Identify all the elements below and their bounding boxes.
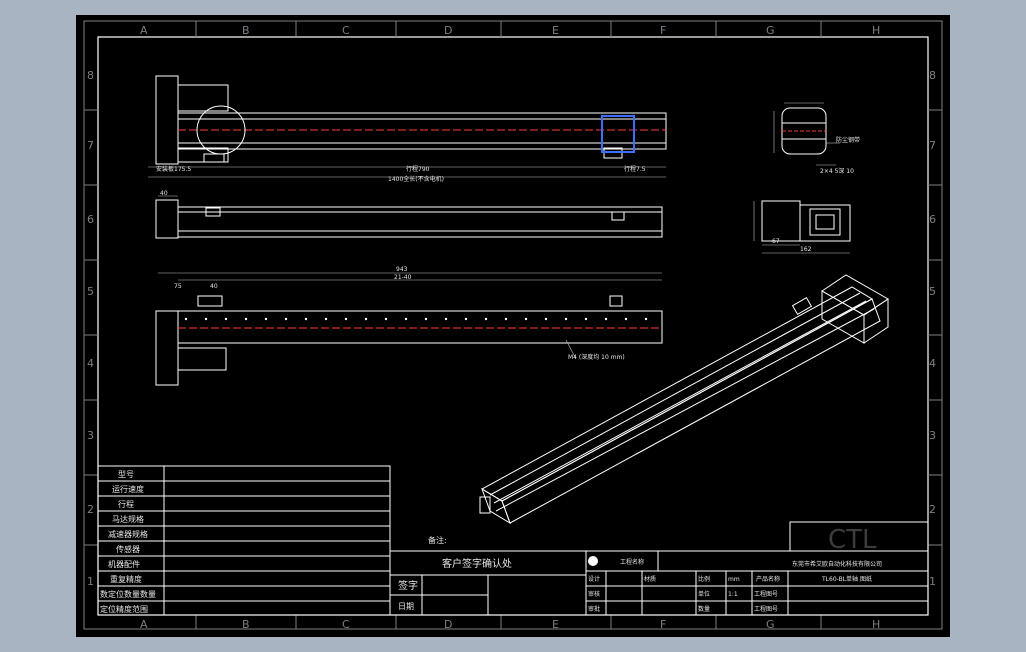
grid-col-c: C [342,24,350,37]
grid-row-4-right: 4 [929,357,936,370]
grid-col-h: H [872,24,881,37]
audit-label: 审批 [588,605,600,613]
unit-label: 单位 [698,590,710,598]
grid-row-7: 7 [87,139,94,152]
dim-left: 安装板175.5 [156,165,191,173]
company-logo: CTL [828,525,877,555]
project-label: 工程名称 [620,558,644,566]
material-label: 材质 [644,575,656,583]
grid-col-g: G [766,24,775,37]
dim-total: 1400全长(不含电机) [388,175,444,183]
grid-row-3-right: 3 [929,429,936,442]
drawing-sheet: 安装板175.5 行程790 行程7.5 1400全长(不含电机) 40 [76,15,950,637]
grid-col-d: D [444,24,453,37]
tb-row-3: 行程 [118,499,134,509]
grid-row-8-right: 8 [929,69,936,82]
date-label: 日期 [398,602,414,611]
grid-row-1: 1 [87,575,94,588]
plan-view-holes [184,317,648,321]
grid-row-7-right: 7 [929,139,936,152]
title-block [97,465,929,616]
section-label: 防尘钢带 [836,136,860,144]
dim-plan-total: 943 [396,266,408,273]
grid-row-6-right: 6 [929,213,936,226]
grid-col-b: B [242,24,250,37]
grid-col-c-bottom: C [342,618,350,631]
outer-frame [83,20,943,630]
cad-drawing: 安装板175.5 行程790 行程7.5 1400全长(不含电机) 40 [83,20,943,630]
front-view [148,75,667,178]
tb-row-7: 机器配件 [108,559,140,569]
tb-row-10: 定位精度范围 [100,604,148,614]
scale-label: 比例 [698,575,710,583]
grid-row-5: 5 [87,285,94,298]
model-code: TL60-BL单轴 图纸 [821,575,872,583]
fig-label: 工程图号 [754,605,778,613]
grid-col-e: E [552,24,559,37]
scale-value: 1:1 [728,591,738,598]
sign-label: 签字 [398,579,418,592]
side-view [155,195,663,239]
grid-col-f-bottom: F [660,618,667,631]
qty-label: 数量 [698,605,710,613]
grid-col-b-bottom: B [242,618,250,631]
grid-row-4: 4 [87,357,94,370]
tb-row-2: 运行速度 [112,484,144,494]
tb-row-8: 重复精度 [110,574,142,584]
tb-row-5: 减速器规格 [108,529,148,539]
grid-row-3: 3 [87,429,94,442]
product-name-label: 产品名称 [756,575,780,583]
grid-row-1-right: 1 [929,575,936,588]
project-logo-icon [588,556,598,566]
isometric-view [479,274,889,525]
end-dim-162: 162 [800,246,812,253]
grid-col-a-bottom: A [140,618,148,631]
dim-plan-small: 40 [210,283,218,290]
grid-col-e-bottom: E [552,618,559,631]
section-leader: 2×4 5深 10 [820,167,854,175]
grid-col-f: F [660,24,667,37]
section-view [773,102,840,166]
design-label: 设计 [588,575,600,583]
dim-plan-mid: 21-40 [394,274,412,281]
unit-value: mm [728,576,740,583]
check-label: 审核 [588,590,600,598]
dim-plan-left: 75 [174,283,182,290]
end-dim-67: 67 [772,238,780,245]
grid-row-5-right: 5 [929,285,936,298]
tb-row-1: 型号 [118,470,134,479]
tb-row-4: 马达规格 [112,514,144,524]
customer-confirm: 客户签字确认处 [442,557,512,570]
grid-col-a: A [140,24,148,37]
grid-col-h-bottom: H [872,618,881,631]
grid-row-2-right: 2 [929,503,936,516]
grid-col-d-bottom: D [444,618,453,631]
dim-view2: 40 [160,190,168,197]
zone-ticks [84,21,942,629]
company-name: 东莞市希艾欧自动化科技有限公司 [792,560,882,568]
tb-row-6: 传感器 [116,544,140,554]
drawing-no-label: 工程图号 [754,590,778,598]
dim-stroke: 行程790 [406,165,430,173]
grid-col-g-bottom: G [766,618,775,631]
grid-row-8: 8 [87,69,94,82]
tb-row-9: 数定位数量数量 [100,589,156,599]
grid-row-2: 2 [87,503,94,516]
dim-right: 行程7.5 [624,165,646,173]
plan-view [155,272,663,386]
note-label: 备注: [428,535,447,545]
end-view [753,200,851,254]
grid-row-6: 6 [87,213,94,226]
dim-plan-leader: M4 (深度均 10 mm) [568,353,625,361]
inner-frame [97,36,929,616]
